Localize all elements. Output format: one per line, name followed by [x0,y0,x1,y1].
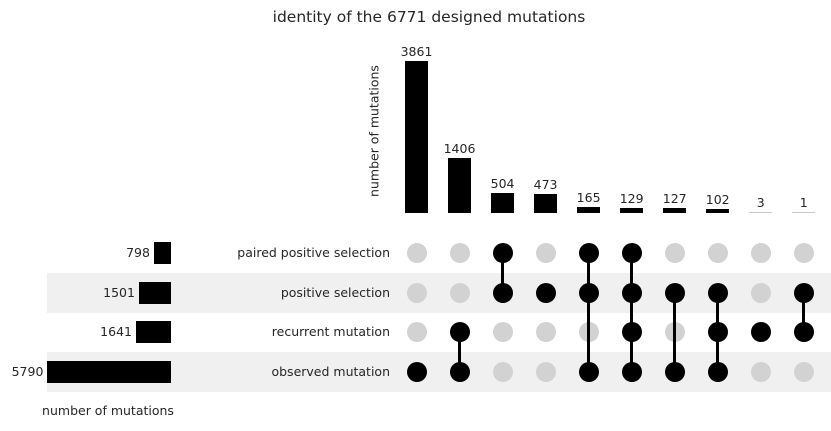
matrix-dot-active [578,282,599,303]
matrix-dot-inactive [535,362,556,382]
matrix-dot-inactive [492,362,513,382]
matrix-dot-active [449,362,470,382]
intersection-bar [663,208,687,213]
matrix-dot-inactive [750,362,771,382]
matrix-dot-inactive [664,243,685,263]
intersection-axis-label: number of mutations [366,65,382,197]
matrix-dot-active [664,362,685,382]
intersection-bar [491,193,515,213]
intersection-bar [749,212,773,213]
intersection-count-label: 3861 [400,44,433,59]
matrix-connector-line [630,253,634,372]
matrix-dot-active [793,282,814,303]
matrix-dot-active [621,282,642,303]
matrix-dot-active [707,362,728,382]
matrix-dot-active [492,282,513,303]
set-size-axis-label: number of mutations [42,403,174,418]
matrix-dot-active [578,362,599,382]
intersection-count-label: 129 [619,190,644,206]
set-row-label: positive selection [280,284,390,300]
intersection-bar [534,194,558,213]
intersection-bar [405,61,428,213]
intersection-bar [620,207,644,213]
set-size-bar [138,281,171,304]
matrix-dot-active [621,362,642,382]
intersection-count-label: 3 [756,195,765,210]
matrix-dot-active [621,243,642,263]
matrix-dot-active [621,322,642,343]
intersection-count-label: 504 [490,176,515,192]
set-size-count-label: 1501 [103,284,135,300]
set-size-bar [47,361,171,383]
matrix-dot-active [707,322,728,343]
matrix-dot-inactive [750,243,771,263]
matrix-dot-active [492,243,513,263]
set-row-label: paired positive selection [237,245,390,260]
matrix-dot-inactive [750,282,771,303]
matrix-dot-active [750,322,771,343]
row-stripe [47,352,831,392]
matrix-dot-inactive [449,282,470,303]
matrix-dot-active [406,362,427,382]
matrix-dot-inactive [449,243,470,263]
set-row-label: observed mutation [271,364,390,379]
matrix-dot-inactive [793,362,814,382]
intersection-bar [706,208,730,213]
matrix-dot-inactive [492,322,513,343]
matrix-dot-inactive [707,243,728,263]
matrix-dot-active [535,282,556,303]
intersection-bar [577,206,601,213]
matrix-dot-active [578,243,599,263]
matrix-connector-line [673,292,677,372]
matrix-dot-active [707,282,728,303]
set-row-label: recurrent mutation [271,324,390,340]
matrix-dot-active [449,322,470,343]
intersection-count-label: 127 [662,191,687,206]
matrix-dot-inactive [406,282,427,303]
set-size-bar [135,321,171,344]
matrix-dot-inactive [406,322,427,343]
intersection-bar [448,157,472,213]
intersection-count-label: 473 [533,177,558,193]
matrix-connector-line [501,253,505,293]
intersection-bar [792,212,816,213]
intersection-count-label: 1406 [443,140,476,156]
intersection-count-label: 1 [799,195,808,210]
matrix-dot-inactive [406,243,427,263]
matrix-dot-inactive [535,322,556,343]
set-size-count-label: 798 [126,245,150,260]
set-size-bar [153,242,171,264]
matrix-dot-active [664,282,685,303]
matrix-connector-line [587,253,591,372]
matrix-connector-line [458,332,462,372]
matrix-dot-inactive [535,243,556,263]
row-stripe [47,272,831,313]
intersection-count-label: 102 [705,191,730,207]
matrix-dot-active [793,322,814,343]
matrix-connector-line [802,292,806,333]
set-size-count-label: 5790 [11,364,44,379]
intersection-count-label: 165 [576,189,601,205]
matrix-dot-inactive [793,243,814,263]
set-size-count-label: 1641 [100,324,132,340]
chart-title: identity of the 6771 designed mutations [272,8,586,26]
